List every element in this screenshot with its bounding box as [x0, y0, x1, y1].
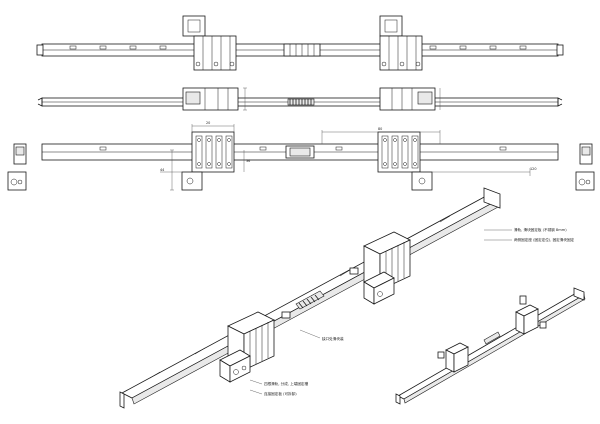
leader-lines	[249, 229, 512, 395]
rail-side-view	[37, 87, 563, 111]
dimension-label: 20	[206, 121, 210, 125]
dimension-label: 36	[246, 159, 250, 163]
annotation-note: 连接固定板 (可拆卸)	[264, 391, 297, 396]
annotation-note: 四根滑轨, 分成, 上端固定槽	[264, 381, 309, 386]
dimension-label: 44	[160, 168, 164, 172]
rail-elevation-view-1	[36, 15, 564, 71]
annotation-note: 两侧固定座 (固定定位), 固定滑块固定	[514, 237, 575, 242]
annotation-note: 缺口处滑块装	[322, 336, 344, 341]
rail-plan-view	[7, 124, 595, 191]
dimension-label: 120	[530, 167, 536, 171]
rail-isometric-small	[395, 287, 586, 405]
annotation-note: 滑轨, 滑块固定板 (不锈钢 8mm)	[514, 227, 567, 232]
dimension-label: 80	[378, 127, 382, 131]
rail-isometric-large	[119, 187, 501, 409]
